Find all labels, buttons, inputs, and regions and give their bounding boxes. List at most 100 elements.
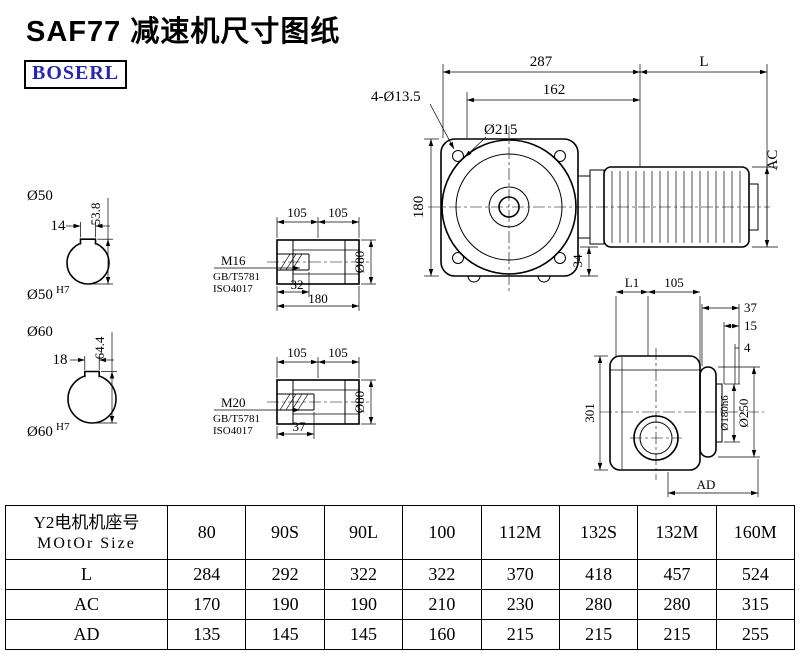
label-m20: M20 [221,395,246,410]
flange-spigot [715,383,723,443]
row-label-AD: AD [5,619,168,650]
cell-AD-7: 255 [715,619,796,650]
table-row-AC: AC 170 190 190 210 230 280 280 315 [5,589,796,620]
dim-105-right: 105 [328,345,348,360]
label-d50h7: Ø50 [27,287,53,303]
header-motor-size-en: MOtOr Size [37,534,136,552]
header-motor-size: Y2电机机座号 MOtOr Size [5,505,168,560]
header-size-132m: 132M [637,505,717,560]
cell-AD-6: 215 [637,619,717,650]
cell-AD-2: 145 [323,619,404,650]
dim-105-right: 105 [328,205,348,220]
shaft-body [276,239,360,285]
label-d50h7-sup: H7 [56,284,70,296]
dim-key-18: 18 [53,352,68,368]
dim-301: 301 [582,403,597,423]
housing-notches [467,275,551,283]
dim-AC: AC [765,150,781,171]
row-label-AC: AC [5,589,168,620]
dim-162: 162 [543,82,566,98]
hub-circle [488,186,530,228]
cell-AC-3: 210 [402,589,482,620]
table-row-AD: AD 135 145 145 160 215 215 215 255 [5,619,796,650]
hollow-shaft-m16: 105 105 M16 GB/T5781 ISO4017 32 180 Ø80 [213,205,376,311]
label-d60: Ø60 [27,324,53,340]
dim-d80-bottom: Ø80 [352,391,367,413]
dim-d180h6: Ø180h6 [719,395,731,431]
cell-AD-0: 135 [166,619,247,650]
label-d50: Ø50 [27,188,53,204]
keyway-50 [79,238,97,245]
dim-key-14: 14 [51,218,67,234]
label-iso-standard: ISO4017 [213,283,253,295]
cell-AC-4: 230 [480,589,560,620]
cell-L-6: 457 [637,559,717,590]
table-row-L: L 284 292 322 322 370 418 457 524 [5,559,796,590]
shaft-section-50: Ø50 14 53.8 Ø50 H7 [27,188,113,303]
cell-AC-6: 280 [637,589,717,620]
table-header-row: Y2电机机座号 MOtOr Size 80 90S 90L 100 112M 1… [5,505,796,560]
housing-side [609,355,701,471]
header-size-80: 80 [166,505,247,560]
dim-37: 37 [744,300,758,315]
cell-AC-7: 315 [715,589,796,620]
cell-L-4: 370 [480,559,560,590]
dim-287: 287 [530,54,553,70]
page-title: SAF77 减速机尺寸图纸 [26,16,341,48]
side-view: L1 105 37 15 4 301 Ø180h6 [582,275,764,497]
header-size-100: 100 [402,505,482,560]
dim-53-8: 53.8 [88,203,103,226]
cell-AC-1: 190 [245,589,325,620]
bore-section-50 [66,241,110,285]
bolt-hole [452,252,464,264]
dim-d250: Ø250 [736,399,751,428]
cell-AD-4: 215 [480,619,560,650]
dim-d80-top: Ø80 [352,251,367,273]
dim-180: 180 [411,196,427,219]
front-view: 287 L 162 4-Ø13.5 Ø215 180 34 AC [371,54,781,292]
dim-34: 34 [570,254,585,268]
label-gb-standard: GB/T5781 [213,271,260,283]
thread-hatch [279,393,309,411]
label-iso-standard: ISO4017 [213,425,253,437]
cell-L-0: 284 [166,559,247,590]
dim-105-left: 105 [287,205,307,220]
label-m16: M16 [221,253,246,268]
cell-AC-5: 280 [558,589,639,620]
hollow-shaft-m20: 105 105 M20 GB/T5781 ISO4017 37 Ø80 [213,345,376,439]
bolt-hole [452,150,464,162]
dim-shaft-180: 180 [308,291,328,306]
dim-d215: Ø215 [484,122,517,138]
flange-circle-outer [441,139,577,275]
dim-bolt-holes: 4-Ø13.5 [371,89,421,105]
bolt-hole [554,150,566,162]
cell-AC-2: 190 [323,589,404,620]
cell-AD-5: 215 [558,619,639,650]
header-size-90l: 90L [323,505,404,560]
boserl-logo: BOSERL [24,60,128,89]
keyway-60 [84,370,100,378]
flange-circle-mid [455,153,563,261]
dim-105: 105 [664,275,684,290]
cell-L-5: 418 [558,559,639,590]
label-d60h7: Ø60 [27,424,53,440]
row-label-L: L [5,559,168,590]
motor-endcap [748,183,759,231]
header-motor-size-cn: Y2电机机座号 [33,512,140,532]
header-size-132s: 132S [558,505,639,560]
label-gb-standard: GB/T5781 [213,413,260,425]
cell-AD-3: 160 [402,619,482,650]
header-size-90s: 90S [245,505,325,560]
dim-L: L [699,54,708,70]
cell-L-3: 322 [402,559,482,590]
dim-4: 4 [744,340,751,355]
header-size-112m: 112M [480,505,560,560]
bore-circle [498,196,520,218]
header-size-160m: 160M [715,505,796,560]
bolt-hole [554,252,566,264]
dim-37: 37 [293,419,307,434]
shaft-section-60: Ø60 18 64.4 Ø60 H7 [27,324,117,440]
bore-section-60 [67,374,117,424]
cell-L-7: 524 [715,559,796,590]
